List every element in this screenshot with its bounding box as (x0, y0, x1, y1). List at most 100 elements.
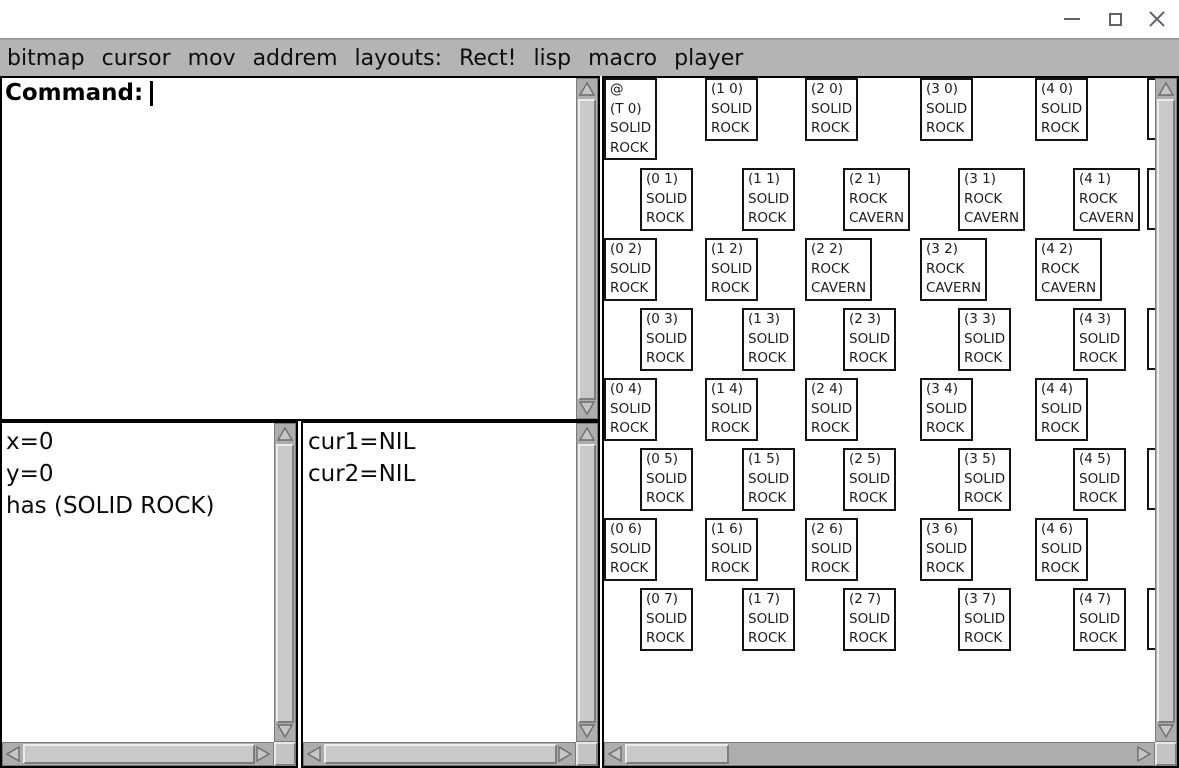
menu-item-player[interactable]: player (674, 45, 744, 71)
menu-item-mov[interactable]: mov (187, 45, 236, 71)
grid-cell-text: (0 2) (610, 241, 643, 257)
vertical-scrollbar[interactable] (576, 423, 598, 742)
grid-cell-text: SOLID (711, 100, 753, 117)
scroll-thumb[interactable] (578, 444, 596, 723)
scroll-up-arrow-icon[interactable] (1156, 79, 1176, 99)
scroll-down-arrow-icon[interactable] (275, 721, 295, 741)
vertical-scrollbar[interactable] (274, 423, 296, 742)
grid-cell-text: ROCK (811, 120, 850, 136)
scroll-thumb[interactable] (23, 744, 255, 764)
grid-cell-text: SOLID (811, 400, 853, 417)
grid-cell-text: SOLID (748, 610, 790, 627)
scroll-down-arrow-icon[interactable] (577, 721, 597, 741)
menu-item-bitmap[interactable]: bitmap (7, 45, 85, 71)
grid-cell-text: (2 2) (811, 241, 844, 257)
vertical-scrollbar[interactable] (576, 78, 598, 419)
close-button[interactable] (1137, 0, 1177, 38)
scroll-down-arrow-icon[interactable] (577, 398, 597, 418)
command-prompt: Command: (5, 80, 144, 106)
menu-item-rect[interactable]: Rect! (459, 45, 517, 71)
scroll-up-arrow-icon[interactable] (577, 79, 597, 99)
scroll-left-arrow-icon[interactable] (3, 743, 23, 765)
scroll-right-arrow-icon[interactable] (1134, 743, 1154, 765)
grid-cell-text: SOLID (1041, 100, 1083, 117)
scroll-right-arrow-icon[interactable] (253, 743, 273, 765)
grid-cell-text: ROCK (1079, 350, 1118, 366)
scroll-thumb[interactable] (625, 744, 729, 764)
menu-item-layouts[interactable]: layouts: (354, 45, 443, 71)
minimize-icon (1064, 18, 1080, 20)
horizontal-scrollbar[interactable] (604, 742, 1155, 766)
grid-cell-text: ROCK (1041, 560, 1080, 576)
grid-cell-text: ROCK (1079, 630, 1118, 646)
maximize-button[interactable] (1095, 0, 1135, 38)
scroll-thumb[interactable] (276, 444, 294, 723)
scroll-up-arrow-icon[interactable] (275, 424, 295, 444)
scroll-down-arrow-icon[interactable] (1156, 721, 1176, 741)
scroll-thumb[interactable] (1157, 99, 1175, 723)
minimize-button[interactable] (1052, 0, 1092, 38)
cursor-line-0: cur1=NIL (308, 429, 416, 455)
vertical-scrollbar[interactable] (1155, 78, 1177, 742)
grid-cell-text: ROCK (646, 490, 685, 506)
scroll-left-arrow-icon[interactable] (304, 743, 324, 765)
menu-item-cursor[interactable]: cursor (101, 45, 171, 71)
menu-item-addrem[interactable]: addrem (252, 45, 338, 71)
grid-cell-text: SOLID (711, 540, 753, 557)
menu-item-lisp[interactable]: lisp (533, 45, 572, 71)
scroll-up-arrow-icon[interactable] (577, 424, 597, 444)
horizontal-scrollbar[interactable] (2, 742, 274, 766)
command-line[interactable]: Command: (5, 80, 154, 106)
scroll-left-arrow-icon[interactable] (605, 743, 625, 765)
scroll-thumb[interactable] (324, 744, 557, 764)
scroll-thumb[interactable] (578, 99, 596, 400)
grid-cell-text: SOLID (1079, 610, 1121, 627)
menu-item-macro[interactable]: macro (588, 45, 658, 71)
horizontal-scrollbar[interactable] (303, 742, 576, 766)
scroll-right-arrow-icon[interactable] (555, 743, 575, 765)
maximize-icon (1108, 12, 1122, 26)
